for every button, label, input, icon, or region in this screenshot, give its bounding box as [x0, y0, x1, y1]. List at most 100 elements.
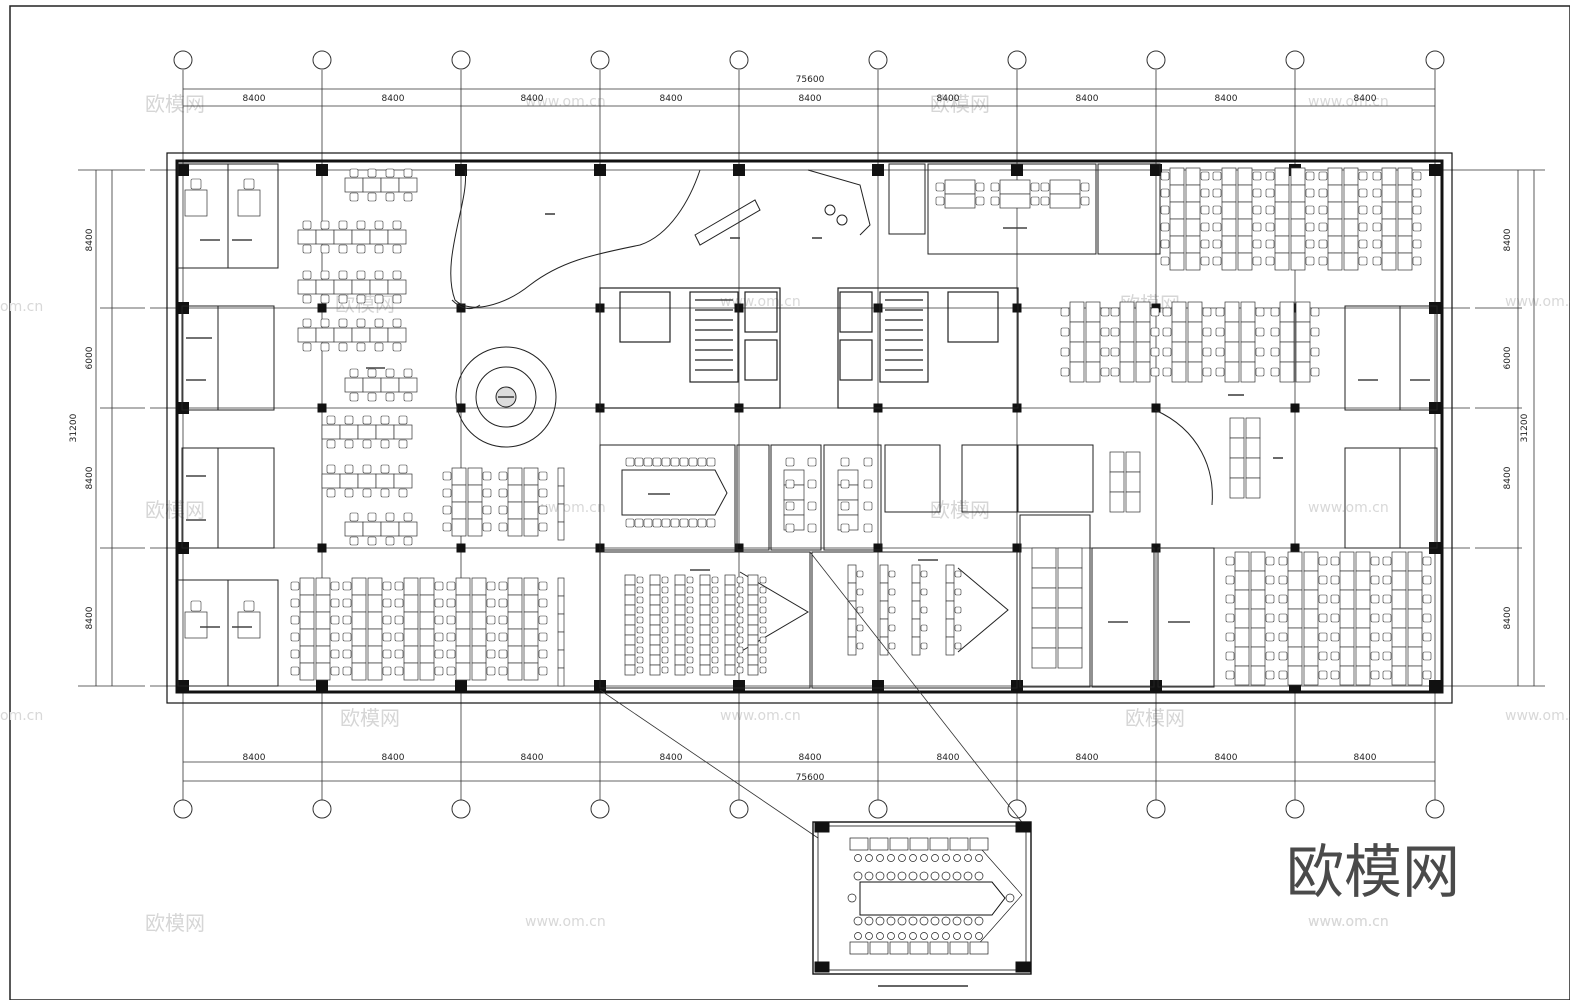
axis-bubble-top — [729, 50, 749, 70]
chair — [1278, 594, 1288, 604]
chair — [1160, 188, 1170, 198]
chair — [652, 518, 662, 528]
chair — [1372, 188, 1382, 198]
detail-chair — [931, 854, 939, 862]
chair — [1270, 347, 1280, 357]
chair — [394, 598, 404, 608]
detail-chair — [864, 871, 874, 881]
dimension-segment-bottom: 8400 — [937, 753, 960, 763]
desk — [1407, 551, 1423, 572]
reception-lounge — [450, 169, 871, 448]
structural-column — [1011, 164, 1023, 176]
chair — [888, 624, 896, 632]
chair — [954, 588, 962, 596]
detail-chair — [919, 871, 929, 881]
chair — [736, 626, 744, 634]
detail-desk — [969, 941, 989, 955]
chair — [736, 646, 744, 654]
desk — [523, 484, 539, 503]
desk — [1287, 646, 1303, 667]
desk — [1287, 665, 1303, 686]
desk — [1221, 167, 1237, 186]
detail-chair — [953, 932, 961, 940]
desk — [674, 604, 686, 616]
detail-chair — [886, 871, 896, 881]
chair — [840, 457, 850, 467]
chair — [538, 505, 548, 515]
chair — [1200, 171, 1210, 181]
chair — [338, 220, 348, 230]
desk — [351, 594, 367, 613]
chair — [1412, 222, 1422, 232]
dimension-segment-left: 8400 — [85, 606, 95, 629]
desk — [1085, 301, 1101, 323]
chair — [888, 606, 896, 614]
chair — [367, 168, 377, 178]
desk — [674, 594, 686, 606]
desk — [557, 667, 565, 687]
chair — [1372, 205, 1382, 215]
desk — [1303, 570, 1319, 591]
chair — [759, 666, 767, 674]
chair — [920, 642, 928, 650]
desk — [1125, 491, 1141, 513]
chair — [330, 649, 340, 659]
chair — [362, 488, 372, 498]
desk — [1245, 457, 1261, 479]
dimension-segment-right: 8400 — [1503, 228, 1513, 251]
detail-chair — [876, 854, 884, 862]
chair — [634, 457, 644, 467]
chair — [1265, 222, 1275, 232]
chair — [670, 457, 680, 467]
dimension-segment-bottom: 8400 — [799, 753, 822, 763]
desk — [674, 574, 686, 586]
chair — [920, 570, 928, 578]
chair — [1080, 182, 1090, 192]
watermark-url: www.om.cn — [1308, 914, 1389, 930]
chair — [1422, 575, 1432, 585]
watermark-url: www.om.cn — [1308, 914, 1389, 930]
desk — [380, 177, 400, 193]
desk — [747, 654, 759, 666]
watermark-url: om.cn — [0, 299, 43, 315]
chair — [736, 616, 744, 624]
desk — [557, 467, 565, 487]
desk — [649, 644, 661, 656]
desk — [1290, 201, 1306, 220]
chair — [759, 656, 767, 664]
desk — [1234, 646, 1250, 667]
detail-chair — [898, 932, 906, 940]
chair — [661, 656, 669, 664]
axis-bubble-bottom — [590, 799, 610, 819]
chair — [367, 512, 377, 522]
chair — [636, 626, 644, 634]
chair — [1160, 256, 1170, 266]
detail-desk — [909, 941, 929, 955]
desk — [1229, 477, 1245, 499]
chair — [706, 518, 716, 528]
desk — [315, 577, 331, 596]
desk — [847, 636, 857, 656]
desk — [1295, 341, 1311, 363]
desk — [451, 484, 467, 503]
chair — [863, 479, 873, 489]
chair — [1162, 327, 1172, 337]
detail-desk — [929, 941, 949, 955]
chair — [394, 666, 404, 676]
chair — [243, 178, 255, 190]
detail-chair — [964, 932, 972, 940]
chair — [1110, 367, 1120, 377]
desk — [699, 574, 711, 586]
chair — [498, 666, 508, 676]
chair — [840, 523, 850, 533]
desk — [1250, 608, 1266, 629]
desk — [699, 594, 711, 606]
desk — [747, 624, 759, 636]
desk — [1135, 321, 1151, 343]
chair — [302, 294, 312, 304]
desk — [1031, 587, 1057, 609]
desk — [847, 564, 857, 584]
desk — [1250, 551, 1266, 572]
detail-chair — [941, 916, 951, 926]
chair — [1270, 367, 1280, 377]
